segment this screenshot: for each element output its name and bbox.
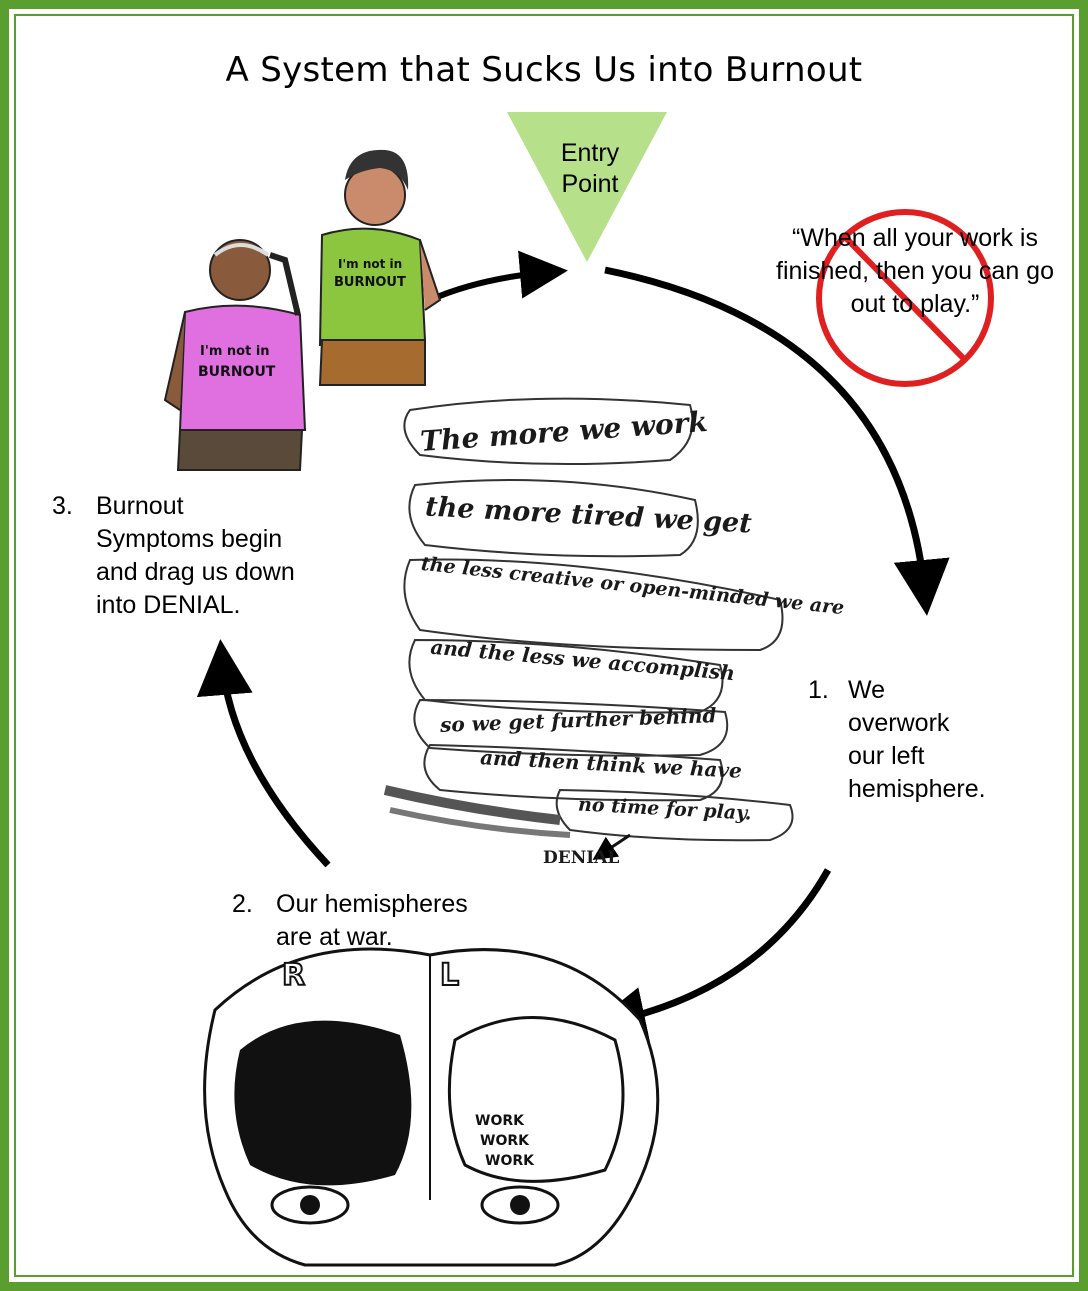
step-2-number: 2. [232,890,253,918]
inner-frame-border [14,14,1074,1277]
brain-work-word-1: WORK [475,1113,525,1129]
brain-label-l: L [440,958,459,993]
step-2: 2. Our hemispheres are at war. [232,888,552,958]
step-1-number: 1. [808,676,829,704]
step-3-line-2: Symptoms begin [96,525,283,553]
no-sign-icon [816,209,994,387]
entry-point-label: Entry Point [520,138,660,200]
step-3-line-4: into DENIAL. [96,591,241,619]
person-pink-shirt: I'm not in BURNOUT [163,239,307,471]
spiral-denial-label: DENIAL [543,848,620,868]
step-3: 3. Burnout Symptoms begin and drag us do… [52,490,372,630]
entry-point-triangle [507,112,667,262]
pink-shirt-text-line1: I'm not in [200,344,270,359]
step-3-line-1: Burnout [96,492,184,520]
step-1-line-4: hemisphere. [848,775,986,803]
brain-label-r: R [282,958,305,993]
step-3-line-3: and drag us down [96,558,295,586]
arrow-step2-to-step3 [196,639,331,868]
spiral-illustration [383,397,794,860]
step-2-line-2: are at war. [276,923,393,951]
arrow-people-to-entry [428,250,568,303]
burnout-people-illustration: I'm not in BURNOUT I'm not in BURNOUT [163,149,442,471]
arrow-entry-to-step1 [604,266,950,616]
prohibited-quote: “When all your work is finished, then yo… [776,224,1054,318]
step-1-line-2: overwork [848,709,950,737]
step-1-line-1: We [848,676,886,704]
arrow-step1-to-step2 [589,868,832,1043]
pink-shirt-text-line2: BURNOUT [198,364,276,380]
step-1-line-3: our left [848,742,925,770]
brain-work-word-2: WORK [480,1133,530,1149]
step-2-line-1: Our hemispheres [276,890,468,918]
brain-work-word-3: WORK [485,1153,535,1169]
green-shirt-text-line1: I'm not in [338,257,402,271]
person-green-shirt: I'm not in BURNOUT [318,149,442,386]
entry-point-line2: Point [561,170,619,198]
step-3-number: 3. [52,492,73,520]
diagram-title: A System that Sucks Us into Burnout [225,50,863,90]
step-1: 1. We overwork our left hemisphere. [808,674,1048,814]
entry-point-line1: Entry [560,139,620,167]
green-shirt-text-line2: BURNOUT [334,275,406,290]
brain-hemispheres-illustration: R L WORK WORK WORK [203,947,660,1267]
